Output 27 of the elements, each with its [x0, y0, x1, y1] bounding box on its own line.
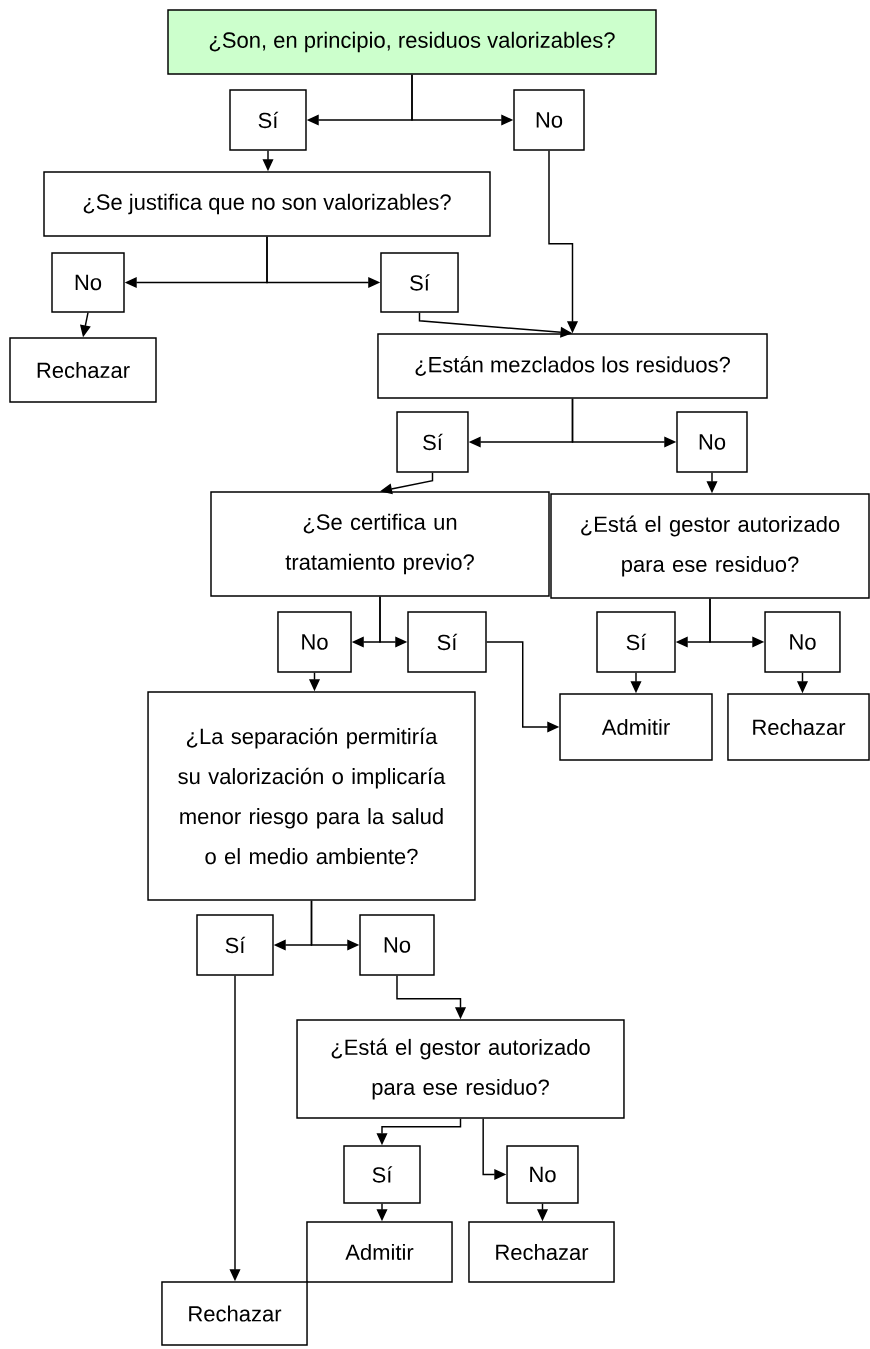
outcome-box: Rechazar	[727, 693, 870, 761]
answer-option-box: No	[513, 89, 585, 151]
question-box: ¿Está el gestor autorizado para ese residuo?	[550, 493, 870, 599]
outcome-box: Admitir	[306, 1221, 453, 1283]
answer-option-box: Sí	[596, 611, 676, 673]
question-box: ¿Está el gestor autorizado para ese residuo?	[296, 1019, 625, 1119]
outcome-box: Rechazar	[9, 337, 157, 403]
outcome-box: Admitir	[559, 693, 713, 761]
outcome-box: Rechazar	[161, 1281, 308, 1346]
answer-option-box: No	[51, 252, 125, 313]
question-box: ¿La separación permitiría su valorización o implicaría menor riesgo para la salud o el medio ambiente?	[147, 691, 476, 901]
answer-option-box: No	[359, 914, 435, 976]
question-box: ¿Están mezclados los residuos?	[377, 333, 768, 399]
question-box: ¿Se certifica un tratamiento previo?	[210, 491, 550, 597]
answer-option-box: No	[676, 411, 748, 473]
answer-option-box: No	[764, 611, 841, 673]
question-box: ¿Se justifica que no son valorizables?	[43, 171, 491, 237]
answer-option-box: Sí	[396, 411, 469, 473]
answer-option-box: No	[277, 611, 352, 673]
outcome-box: Rechazar	[468, 1221, 615, 1283]
answer-option-box: Sí	[229, 89, 307, 151]
answer-option-box: No	[506, 1145, 579, 1204]
answer-option-box: Sí	[407, 611, 487, 673]
answer-option-box: Sí	[196, 914, 274, 976]
answer-option-box: Sí	[343, 1145, 421, 1204]
answer-option-box: Sí	[380, 252, 459, 313]
question-box: ¿Son, en principio, residuos valorizables?	[167, 9, 657, 75]
